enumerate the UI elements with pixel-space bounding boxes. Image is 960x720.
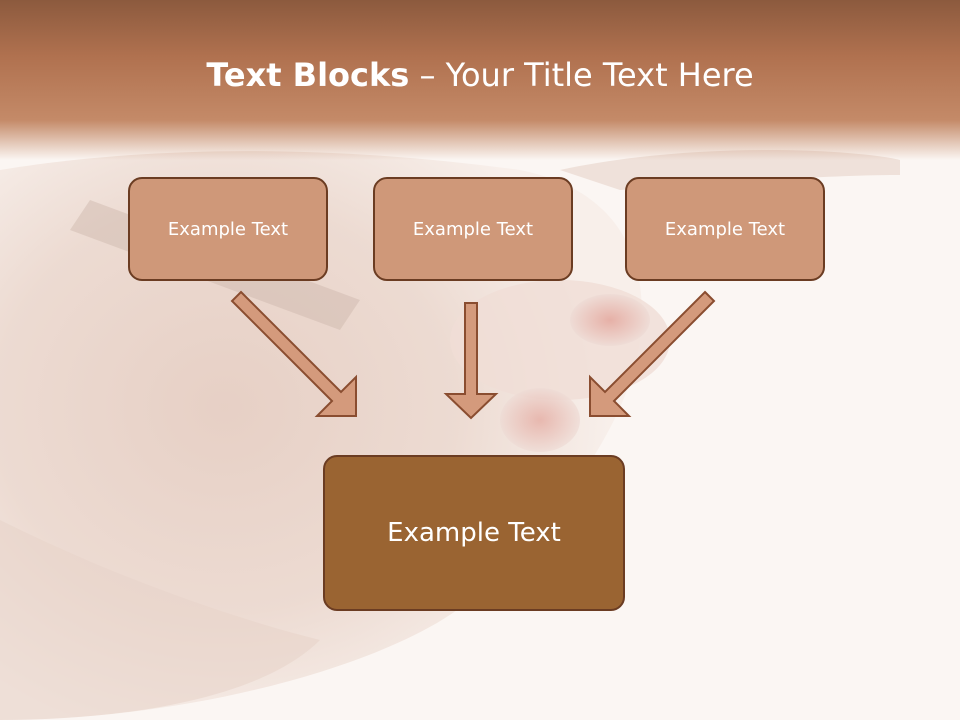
page-title: Text Blocks – Your Title Text Here (0, 52, 960, 98)
title-rest: Your Title Text Here (445, 56, 754, 94)
text-block-2[interactable]: Example Text (373, 177, 573, 281)
text-block-2-label: Example Text (412, 218, 534, 240)
title-dash: – (409, 56, 446, 94)
left-arrow (230, 290, 357, 417)
header-band (0, 0, 960, 160)
text-block-1-label: Example Text (167, 218, 289, 240)
center-text-block-label: Example Text (387, 518, 561, 548)
center-text-block[interactable]: Example Text (323, 455, 625, 611)
right-arrow (589, 290, 716, 417)
text-block-3-label: Example Text (664, 218, 786, 240)
center-arrow (443, 302, 499, 420)
text-block-1[interactable]: Example Text (128, 177, 328, 281)
title-bold: Text Blocks (206, 56, 410, 94)
text-block-3[interactable]: Example Text (625, 177, 825, 281)
